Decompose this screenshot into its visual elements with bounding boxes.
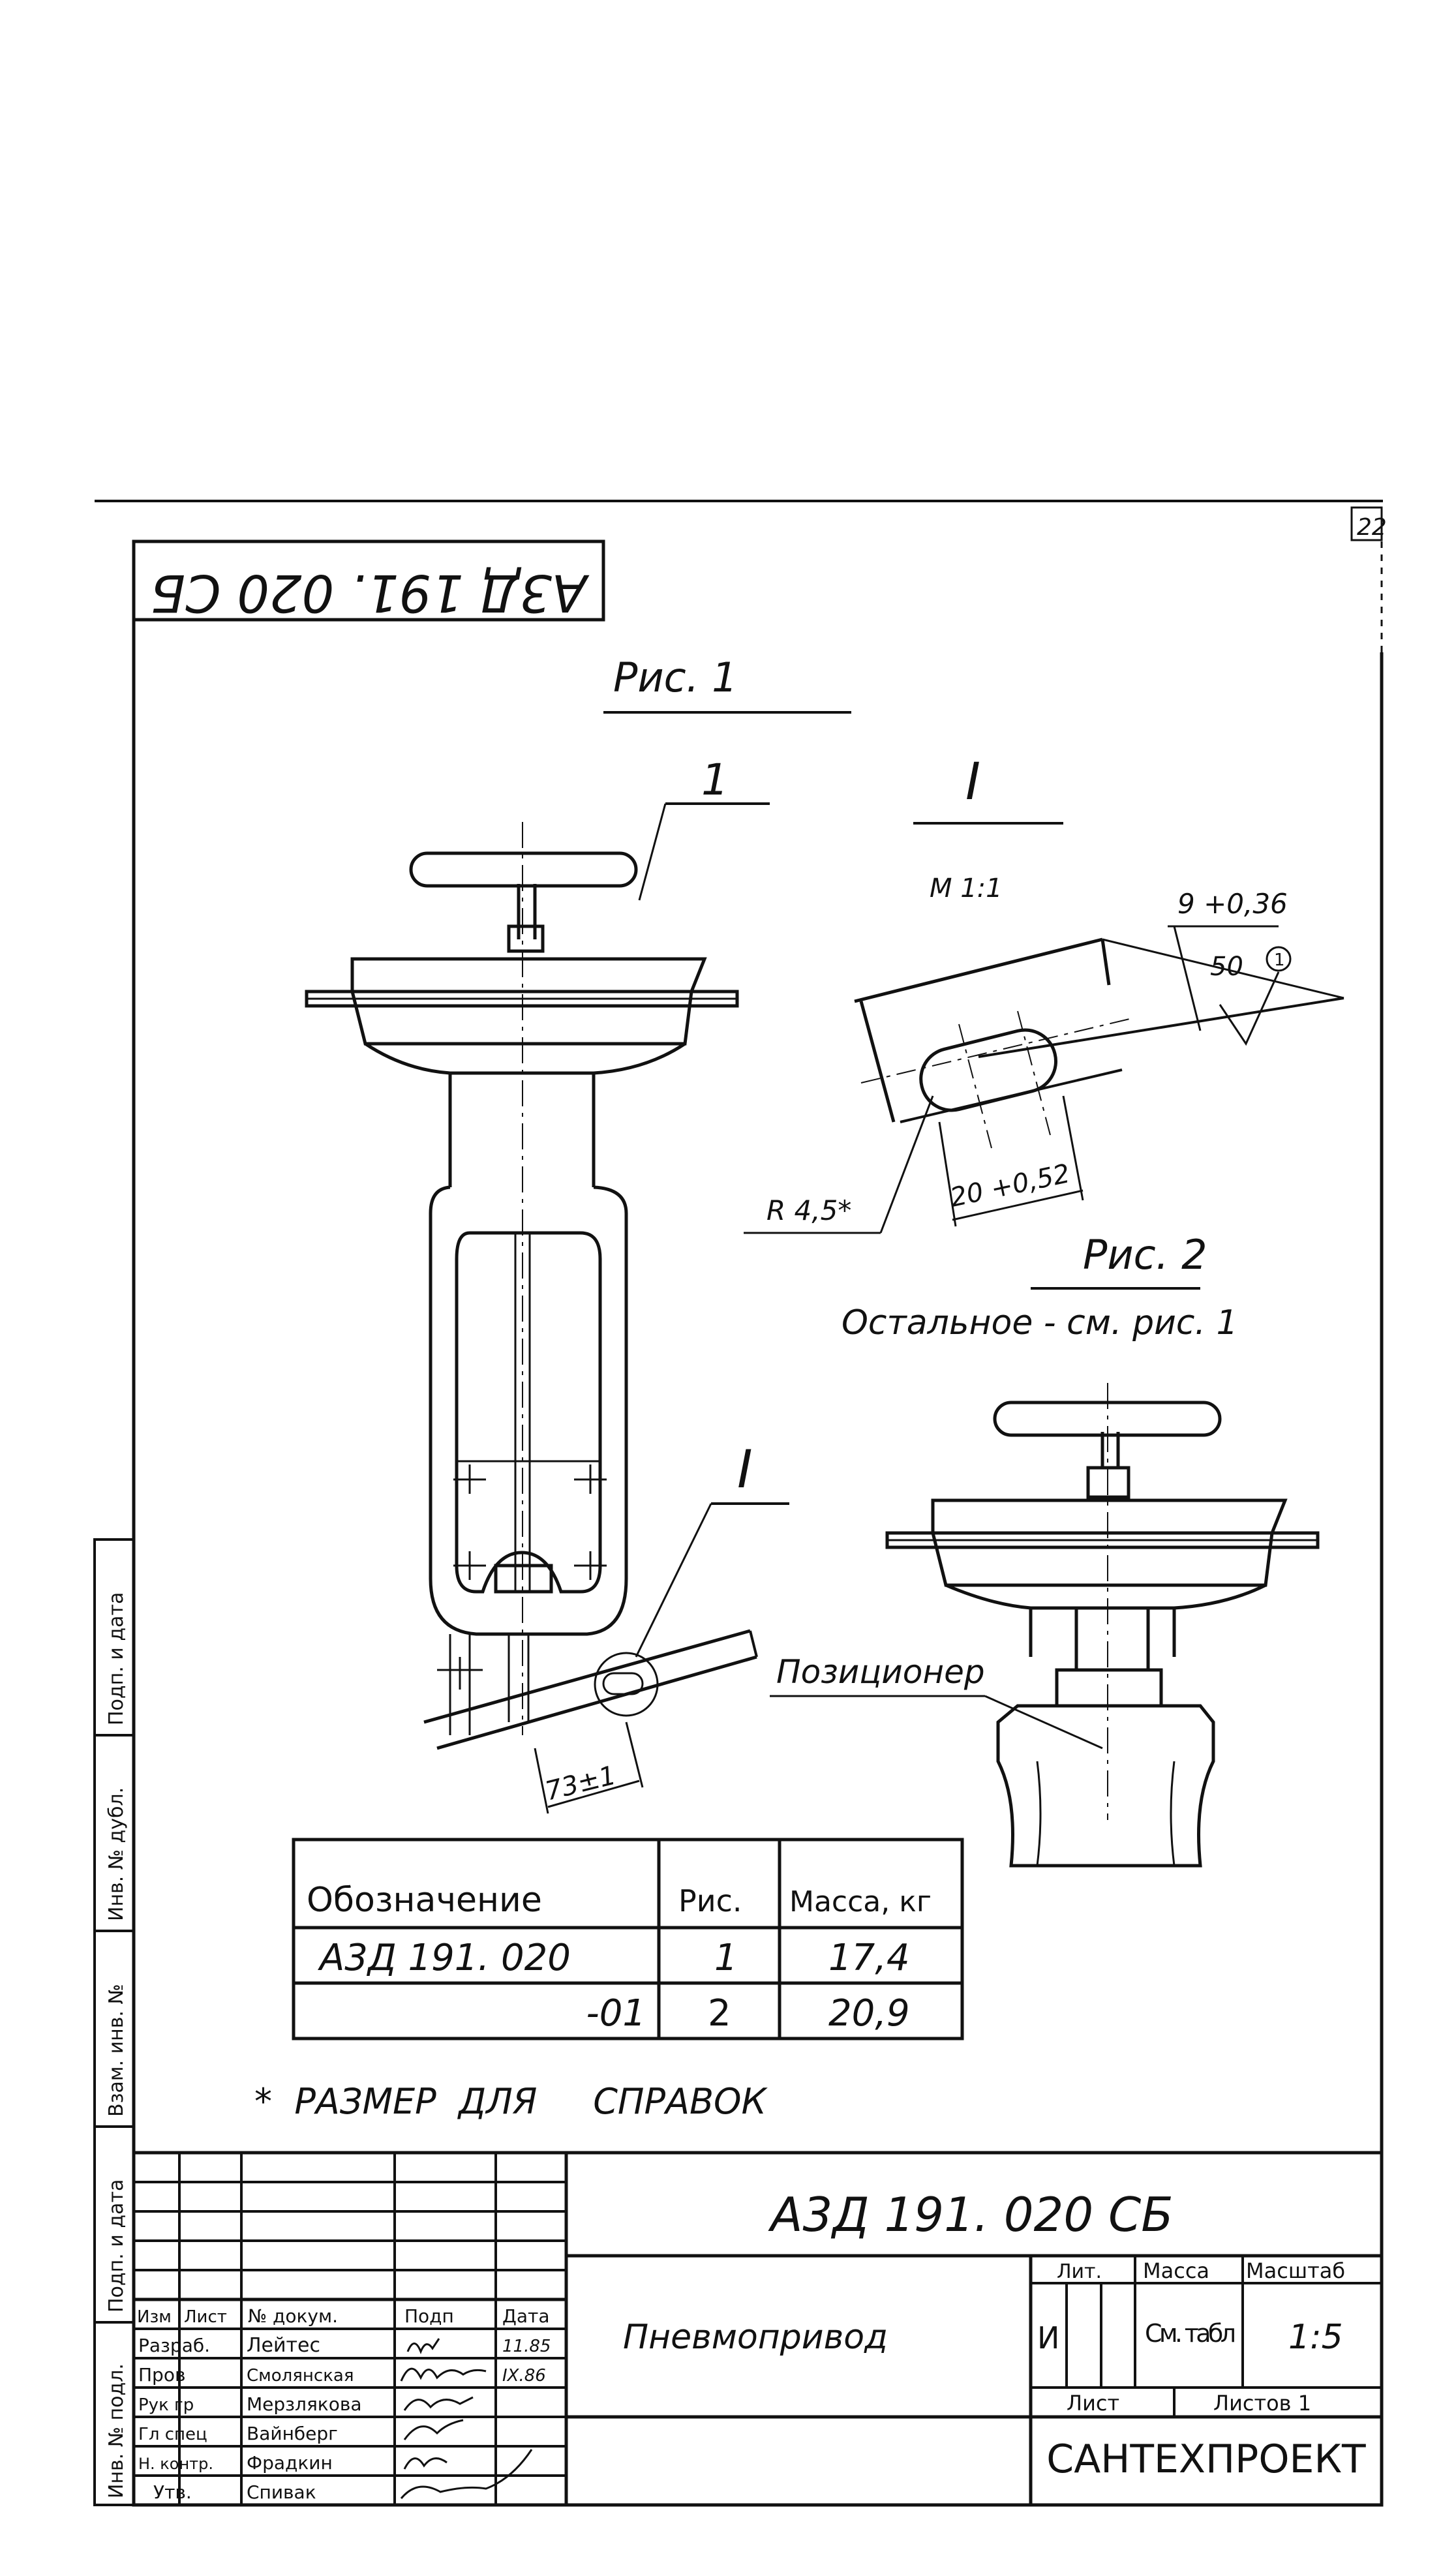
dimension-20 <box>938 1095 1084 1227</box>
dimension-9-value: 9 +0,36 <box>1177 888 1288 920</box>
figure1-title: Рис. 1 <box>613 654 738 701</box>
figure2-note: Остальное - см. рис. 1 <box>842 1303 1238 1342</box>
dimension-73 <box>534 1721 644 1814</box>
table-row-1-designation: А3Д 191. 020 <box>318 1937 571 1979</box>
date-developer: 11.85 <box>502 2337 551 2356</box>
col-header-sign: Подп <box>404 2305 454 2327</box>
sheet-number: 22 <box>1357 514 1387 541</box>
lit-header: Лит. <box>1057 2260 1102 2283</box>
role-group-lead: Рук гр <box>138 2395 194 2415</box>
table-row-1-mass: 17,4 <box>828 1937 910 1979</box>
title-name: Пневмопривод <box>623 2318 888 2357</box>
mirrored-code-box: А3Д 191. 020 СБ <box>132 539 605 622</box>
title-designation: А3Д 191. 020 СБ <box>768 2187 1173 2242</box>
detail-view <box>854 937 1344 1149</box>
reference-note: * РАЗМЕР ДЛЯ СПРАВОК <box>254 2081 768 2122</box>
figure2-title: Рис. 2 <box>1083 1231 1207 1279</box>
sheet-label: Лист <box>1067 2391 1119 2416</box>
mass-header: Масса <box>1143 2258 1209 2283</box>
table-row-2-mass: 20,9 <box>828 1992 910 2035</box>
lit-value: И <box>1037 2320 1059 2356</box>
figure1-detail-marker: I <box>737 1439 753 1500</box>
name-checker: Смолянская <box>247 2366 354 2386</box>
name-developer: Лейтес <box>247 2334 320 2357</box>
title-block <box>132 2151 1384 2507</box>
actuator-figure2 <box>885 1401 1320 1868</box>
role-chief-spec: Гл спец <box>138 2425 207 2444</box>
figure1-position-label: 1 <box>701 755 729 805</box>
side-stamp-field-5: Подп. и дата <box>105 1592 128 1725</box>
mirrored-code: А3Д 191. 020 СБ <box>151 563 590 622</box>
detail-scale: М 1:1 <box>930 873 1003 903</box>
name-approver: Спивак <box>247 2481 316 2503</box>
col-header-date: Дата <box>502 2305 550 2327</box>
col-header-rev: Изм <box>137 2307 172 2327</box>
actuator-figure1 <box>305 851 758 1750</box>
name-chief-spec: Вайнберг <box>247 2423 338 2444</box>
table-row-2-designation: -01 <box>586 1992 646 2035</box>
col-header-sheet: Лист <box>184 2307 227 2327</box>
side-stamp <box>93 1538 135 2506</box>
roughness-mark: 1 <box>1274 950 1285 970</box>
positioner-label: Позиционер <box>776 1653 985 1691</box>
name-norm-control: Фрадкин <box>247 2452 333 2474</box>
table-row-2-figure: 2 <box>708 1992 731 2035</box>
name-group-lead: Мерзлякова <box>247 2393 362 2415</box>
title-org: САНТЕХПРОЕКТ <box>1046 2436 1366 2482</box>
scale-header: Масштаб <box>1246 2258 1345 2283</box>
dimension-9 <box>1168 925 1279 1031</box>
col-header-doc: № докум. <box>248 2305 338 2327</box>
dimension-20-value: 20 +0,52 <box>948 1159 1073 1213</box>
table-header-designation: Обозначение <box>307 1881 542 1920</box>
signatures <box>400 2338 533 2499</box>
side-stamp-field-4: Инв. № дубл. <box>105 1787 128 1921</box>
table-header-figure: Рис. <box>678 1883 742 1918</box>
roughness-value: 50 <box>1210 952 1243 982</box>
scale-value: 1:5 <box>1288 2318 1343 2357</box>
radius-label: R 4,5* <box>766 1194 851 1226</box>
variants-table <box>292 1838 964 2040</box>
table-row-1-figure: 1 <box>714 1937 738 1979</box>
role-checker: Пров <box>138 2364 185 2386</box>
role-norm-control: Н. контр. <box>138 2455 213 2473</box>
dimension-73-value: 73±1 <box>542 1760 619 1806</box>
roughness-symbol <box>1219 946 1292 1046</box>
side-stamp-field-3: Взам. инв. № <box>105 1984 128 2117</box>
mass-value: См. табл <box>1145 2319 1236 2348</box>
detail-title: I <box>965 753 980 811</box>
side-stamp-field-2: Подп. и дата <box>105 2179 128 2313</box>
date-checker: IX.86 <box>502 2366 546 2386</box>
side-stamp-field-1: Инв. № подл. <box>105 2363 128 2498</box>
sheets-label: Листов 1 <box>1213 2391 1311 2416</box>
role-developer: Разраб. <box>138 2335 210 2356</box>
role-approver: Утв. <box>153 2481 192 2503</box>
table-header-mass: Масса, кг <box>789 1885 932 1918</box>
